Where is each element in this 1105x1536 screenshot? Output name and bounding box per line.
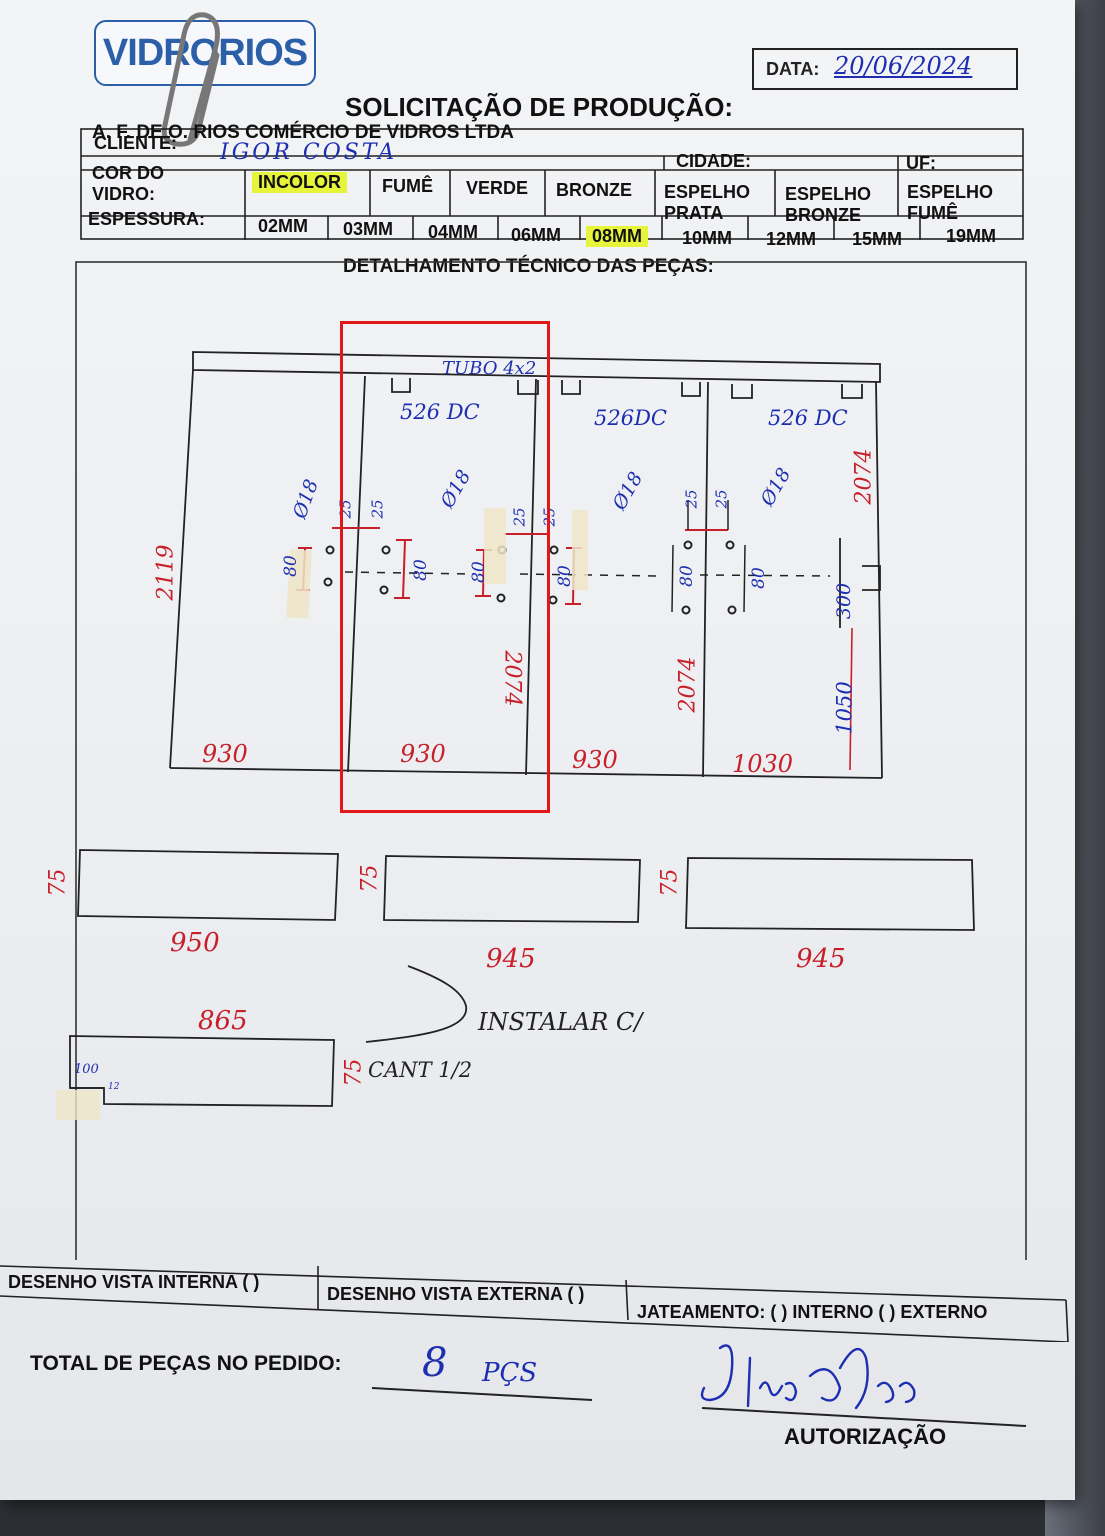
color-option-bronze[interactable]: BRONZE (556, 180, 632, 200)
height-1050: 1050 (832, 681, 857, 735)
fitting-3 (561, 380, 581, 395)
production-form-sheet: VIDRORIOS DATA: 20/06/2024 SOLICITAÇÃO D… (0, 0, 1075, 1500)
panel-divider-2 (525, 378, 537, 776)
strip-2-shape (383, 855, 641, 923)
thickness-option-08[interactable]: 08MM (586, 226, 649, 247)
internal-view-option[interactable]: DESENHO VISTA INTERNA ( ) (8, 1272, 260, 1292)
height-300: 300 (833, 582, 856, 620)
form-table-grid (80, 128, 1024, 240)
fitting-6 (841, 384, 863, 399)
date-label: DATA: (766, 59, 820, 79)
color-option-espelho-prata[interactable]: ESPELHO PRATA (664, 182, 751, 223)
glass-color-label: COR DO VIDRO: (92, 163, 164, 205)
thickness-option-12[interactable]: 12MM (766, 229, 817, 249)
strip-4-height: 75 (341, 1058, 367, 1087)
fitting-label-3: 526 DC (768, 406, 848, 430)
signature-image (700, 1344, 916, 1410)
uf-label: UF: (906, 153, 936, 173)
dim-25-6: 25 (712, 489, 731, 509)
total-underline (371, 1387, 593, 1401)
drawing-frame (75, 261, 1027, 1260)
width-1030: 1030 (732, 750, 794, 778)
form-title: SOLICITAÇÃO DE PRODUÇÃO: (345, 92, 734, 122)
tube-label: TUBO 4x2 (442, 358, 537, 379)
fitting-2 (517, 380, 539, 395)
client-label: CLIENTE: (94, 133, 177, 153)
width-930-1: 930 (202, 740, 248, 768)
thickness-label: ESPESSURA: (88, 209, 206, 229)
fitting-4 (681, 382, 701, 397)
strip-4-shape (69, 1035, 335, 1107)
dim-80-5: 80 (676, 565, 697, 587)
notch-height: 12 (108, 1082, 120, 1092)
strip-3-height: 75 (657, 868, 683, 897)
fitting-5 (731, 384, 753, 399)
highlight-annotation-box (340, 321, 550, 813)
note-line-2: CANT 1/2 (368, 1058, 473, 1082)
side-fitting (862, 565, 881, 591)
note-line-1: INSTALAR C/ (478, 1008, 643, 1036)
thickness-option-10[interactable]: 10MM (682, 228, 733, 248)
authorization-line (701, 1407, 1027, 1427)
width-930-2: 930 (400, 740, 446, 768)
dim-25-5: 25 (682, 489, 701, 509)
strip-4-width: 865 (198, 1006, 248, 1036)
width-930-3: 930 (572, 746, 618, 774)
thickness-option-19[interactable]: 19MM (946, 226, 997, 246)
thickness-option-06[interactable]: 06MM (511, 225, 562, 245)
authorization-label: AUTORIZAÇÃO (784, 1424, 947, 1449)
dim-80-1: 80 (280, 555, 301, 577)
total-pieces-label: TOTAL DE PEÇAS NO PEDIDO: (30, 1352, 342, 1375)
paperclip-icon (161, 12, 220, 147)
glass-color-label-line1: COR DO (92, 163, 164, 183)
strip-1-width: 950 (170, 928, 220, 958)
glass-color-label-line2: VIDRO: (92, 184, 155, 204)
notch-width: 100 (74, 1062, 99, 1077)
city-label: CIDADE: (676, 151, 751, 171)
panel-divider-1 (347, 375, 366, 773)
panel-divider-3 (702, 381, 709, 778)
color-option-incolor[interactable]: INCOLOR (252, 172, 347, 193)
fitting-label-2: 526DC (594, 406, 667, 430)
height-2074-3: 2074 (851, 448, 877, 505)
total-pieces-unit: PÇS (482, 1358, 538, 1388)
top-tube (192, 351, 881, 383)
dim-80-6: 80 (748, 567, 769, 589)
left-edge (169, 369, 194, 769)
red-dim-line (849, 627, 853, 771)
thickness-option-03[interactable]: 03MM (343, 219, 394, 239)
footer-grid (0, 1265, 1069, 1342)
height-2119: 2119 (153, 544, 179, 601)
right-edge (875, 381, 883, 779)
strip-1-shape (77, 849, 339, 921)
company-name: A. F. DE O. RIOS COMÉRCIO DE VIDROS LTDA (92, 122, 514, 143)
strip-3-width: 945 (796, 944, 846, 974)
color-option-verde[interactable]: VERDE (466, 178, 529, 198)
strip-1-height: 75 (45, 868, 71, 897)
dim-80-4: 80 (554, 565, 575, 587)
note-arrow-curve (365, 965, 467, 1043)
technical-drawing (56, 261, 1027, 1260)
strip-2-height: 75 (357, 864, 383, 893)
date-box: DATA: 20/06/2024 (752, 48, 1018, 90)
fitting-label-1: 526 DC (400, 400, 480, 424)
thickness-option-15[interactable]: 15MM (852, 229, 903, 249)
fitting-1 (391, 378, 411, 393)
date-value: 20/06/2024 (834, 52, 973, 80)
strip-3-shape (685, 857, 975, 931)
strip-2-width: 945 (486, 944, 536, 974)
color-option-fume[interactable]: FUMÊ (382, 176, 433, 196)
sandblast-option[interactable]: JATEAMENTO: ( ) INTERNO ( ) EXTERNO (637, 1302, 988, 1322)
thickness-option-04[interactable]: 04MM (428, 222, 479, 242)
company-logo: VIDRORIOS (94, 20, 316, 86)
color-option-espelho-fume[interactable]: ESPELHO FUMÊ (907, 182, 994, 223)
height-2074-2: 2074 (675, 656, 701, 713)
color-option-espelho-bronze[interactable]: ESPELHO BRONZE (785, 184, 872, 225)
client-value: IGOR COSTA (220, 140, 398, 165)
total-pieces-value: 8 (422, 1340, 448, 1386)
external-view-option[interactable]: DESENHO VISTA EXTERNA ( ) (327, 1284, 585, 1304)
thickness-option-02[interactable]: 02MM (258, 216, 309, 236)
